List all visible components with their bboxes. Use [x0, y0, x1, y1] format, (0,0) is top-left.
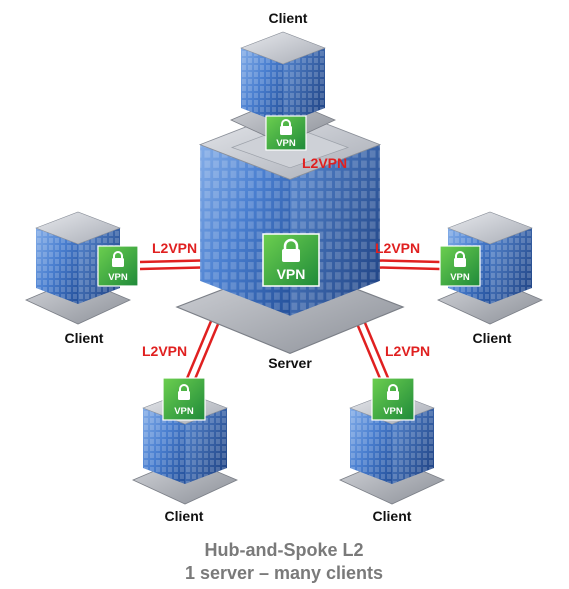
- vpn-badge-client-top: VPN: [265, 115, 307, 151]
- node-label-server: Server: [268, 355, 312, 371]
- link-bottom-right: [351, 310, 393, 389]
- caption-line-1: Hub-and-Spoke L2: [204, 540, 363, 560]
- lock-icon: [454, 251, 466, 267]
- vpn-badge-client-left: VPN: [97, 245, 139, 287]
- client-building-top: [230, 31, 336, 145]
- lock-icon: [112, 251, 124, 267]
- lock-icon: [282, 238, 300, 262]
- vpn-badge-label: VPN: [174, 406, 194, 417]
- node-label-client-right: Client: [473, 330, 512, 346]
- caption-line-2: 1 server – many clients: [185, 563, 383, 583]
- link-label-bottom-left: L2VPN: [142, 343, 187, 359]
- vpn-badge-client-bottom-left: VPN: [162, 377, 206, 421]
- node-label-client-bottom-left: Client: [165, 508, 204, 524]
- vpn-badge-label: VPN: [450, 272, 470, 283]
- vpn-badge-client-right: VPN: [439, 245, 481, 287]
- node-label-client-bottom-right: Client: [373, 508, 412, 524]
- lock-icon: [387, 384, 399, 400]
- lock-icon: [178, 384, 190, 400]
- link-label-right: L2VPN: [375, 240, 420, 256]
- vpn-badge-label: VPN: [108, 272, 128, 283]
- vpn-badge-client-bottom-right: VPN: [371, 377, 415, 421]
- vpn-badge-label: VPN: [277, 266, 306, 282]
- node-label-client-left: Client: [65, 330, 104, 346]
- vpn-badge-label: VPN: [276, 138, 296, 149]
- vpn-badge-label: VPN: [383, 406, 403, 417]
- link-label-top: L2VPN: [302, 155, 347, 171]
- link-label-left: L2VPN: [152, 240, 197, 256]
- node-label-client-top: Client: [269, 10, 308, 26]
- client-building-left: [25, 211, 131, 325]
- vpn-badge-server: VPN: [262, 233, 320, 287]
- link-label-bottom-right: L2VPN: [385, 343, 430, 359]
- lock-icon: [280, 119, 292, 135]
